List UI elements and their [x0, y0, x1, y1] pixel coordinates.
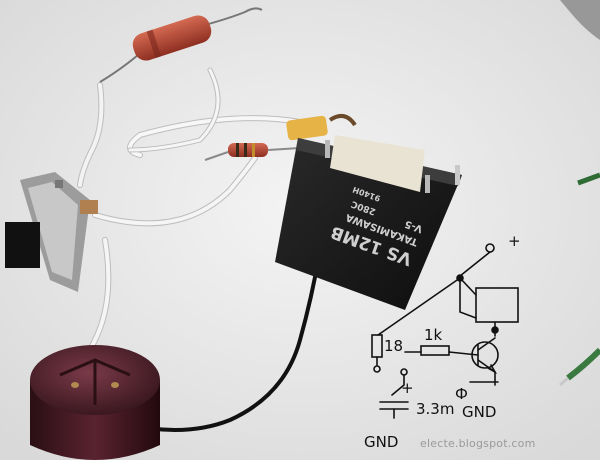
small-resistor [204, 143, 301, 161]
small-capacitor [286, 114, 357, 141]
schematic-gnd-right: GND [462, 403, 496, 421]
top-resistor [99, 7, 263, 83]
corner-object [560, 0, 600, 40]
schematic-plus-label: + [508, 232, 521, 250]
white-wires [77, 67, 303, 378]
green-wires [559, 172, 600, 387]
schematic-cap-unit: Ф [455, 385, 468, 403]
schematic-gnd-left: GND [364, 433, 398, 451]
schematic-r2-label: 1k [424, 326, 443, 344]
schematic [371, 243, 519, 419]
schematic-cap-plus: + [401, 379, 414, 397]
electrolytic-capacitor [30, 345, 160, 460]
schematic-r1-label: 18 [384, 337, 403, 355]
slide-switch [5, 172, 98, 292]
relay: VS 12MB TAKAMISAWA V-5 280C 9140H [275, 135, 462, 310]
watermark: electe.blogspot.com [420, 437, 536, 450]
schematic-cap-label: 3.3m [416, 400, 454, 418]
